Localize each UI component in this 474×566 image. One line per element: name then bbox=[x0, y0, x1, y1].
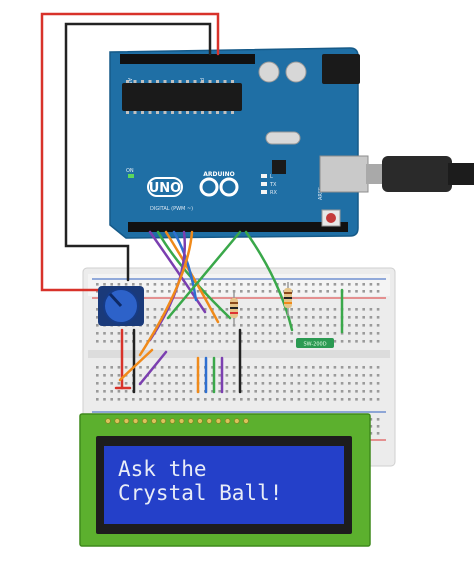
tilt-sensor-label: SW-200D bbox=[303, 342, 326, 348]
potentiometer bbox=[98, 286, 144, 326]
red-power-wire bbox=[40, 12, 220, 292]
capacitor-1 bbox=[258, 61, 280, 83]
lcd-pin-header bbox=[105, 418, 249, 424]
usb-port bbox=[319, 155, 369, 193]
digital-header bbox=[128, 222, 348, 232]
purple-wire bbox=[148, 230, 207, 314]
power-jack bbox=[322, 54, 360, 84]
led-on-label: ON bbox=[126, 168, 134, 174]
uno-label: UNO bbox=[149, 181, 182, 196]
arduino-brand-label: ARDUINO bbox=[203, 171, 234, 178]
crystal-oscillator bbox=[265, 131, 301, 145]
led-tx-label: TX bbox=[269, 182, 277, 188]
lcd-line-1: Ask the bbox=[118, 457, 207, 481]
resistor-1 bbox=[230, 292, 238, 326]
wires bbox=[40, 12, 344, 394]
green-wire-1 bbox=[156, 230, 232, 320]
lcd-screen bbox=[104, 446, 344, 524]
resistor-2 bbox=[284, 282, 292, 316]
digital-pwm-label: DIGITAL (PWM ~) bbox=[150, 206, 193, 212]
blue-wire-1 bbox=[172, 230, 198, 302]
led-l-label: L bbox=[270, 174, 273, 180]
usb-cable bbox=[366, 156, 474, 192]
usb-chip bbox=[272, 160, 286, 174]
led-rx-label: RX bbox=[270, 190, 277, 196]
microcontroller-chip bbox=[122, 83, 242, 111]
orange-wire-2 bbox=[138, 230, 194, 357]
black-ground-wire bbox=[64, 22, 212, 282]
lcd-line-2: Crystal Ball! bbox=[118, 481, 282, 505]
green-wire-3 bbox=[244, 230, 294, 332]
arduino-uno-board: ANALOG IN POWER AREF L TX RX ON bbox=[109, 47, 369, 239]
reset-button bbox=[326, 213, 336, 223]
green-wire-2 bbox=[166, 230, 242, 320]
lcd-module: Ask the Crystal Ball! bbox=[79, 413, 371, 547]
capacitor-2 bbox=[285, 61, 307, 83]
arduino-logo bbox=[199, 177, 239, 197]
tilt-sensor: SW-200D bbox=[296, 338, 334, 348]
analog-power-header bbox=[120, 54, 255, 64]
usb-connector bbox=[382, 156, 452, 192]
aref-label: AREF bbox=[318, 187, 324, 200]
